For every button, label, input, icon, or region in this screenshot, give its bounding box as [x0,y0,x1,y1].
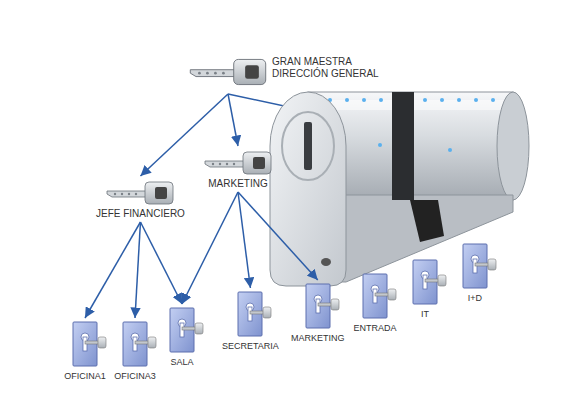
inserted-key-blade [475,263,489,266]
inserted-key-head [98,337,106,348]
master-key-node: GRAN MAESTRADIRECCIÓN GENERAL [188,52,379,92]
key-dimple [214,72,217,75]
inserted-key-blade [375,293,389,296]
key-label: DIRECCIÓN GENERAL [272,68,379,80]
key-label: GRAN MAESTRA [272,56,379,68]
lock-label: ENTRADA [353,323,396,334]
lock-node: OFICINA3 [113,320,157,382]
lock-icon [160,306,204,354]
screw-hole [321,258,331,266]
key-arrow [228,94,238,146]
inserted-key-head [388,289,396,300]
key-node: JEFE FINANCIERO [96,178,185,220]
lock-icon [63,320,107,368]
key-label: MARKETING [208,178,267,190]
lock-icon [228,290,272,338]
lock-label: SECRETARIA [222,341,279,352]
key-dimple [222,72,225,75]
inserted-key-head [331,299,339,310]
key-head [243,152,271,174]
key-dimple [226,163,228,165]
key-blade [190,70,236,77]
key-text-block: GRAN MAESTRADIRECCIÓN GENERAL [272,52,379,80]
pin-dot [362,98,366,102]
pin-dot [474,98,478,102]
lock-node: OFICINA1 [63,320,107,382]
lock-node: I+D [453,242,497,304]
key-dimple [121,193,123,195]
lock-label: OFICINA3 [114,371,156,382]
inserted-key-head [438,275,446,286]
key-arrow [135,222,140,318]
inserted-key-blade [425,279,439,282]
key-dimple [212,163,214,165]
inserted-key-head [488,259,496,270]
lock-label: SALA [170,357,193,368]
lock-icon [403,258,447,306]
key-head [145,182,173,204]
lock-label: IT [421,309,429,320]
key-dimple [135,193,137,195]
key-dimple [219,163,221,165]
key-dimple [206,72,209,75]
inserted-key-blade [135,341,149,344]
inserted-key-head [263,307,271,318]
inserted-key-blade [250,311,264,314]
key-insert [253,157,265,169]
pin-dot [379,98,383,102]
inserted-key-blade [318,303,332,306]
pin-dot [440,98,444,102]
cylinder-end-cap [497,92,529,200]
lock-node: SECRETARIA [222,290,279,352]
lock-node: ENTRADA [353,272,397,334]
key-blade [205,161,245,167]
lock-label: OFICINA1 [64,371,106,382]
plug-ring [282,112,334,180]
cam [410,200,444,242]
lock-node: IT [403,258,447,320]
lock-icon [353,272,397,320]
key-dimple [114,193,116,195]
lock-icon [296,282,340,330]
pin-dot [448,148,452,152]
key-insert [155,187,167,199]
inserted-key-head [195,323,203,334]
pin-dot [457,98,461,102]
key-dimple [198,72,201,75]
pin-dot [345,98,349,102]
lock-node: MARKETING [291,282,345,344]
key-arrow [238,192,318,280]
inserted-key-blade [85,341,99,344]
key-head [234,59,266,84]
key-insert [245,65,259,79]
pin-dot [423,98,427,102]
key-dimple [233,163,235,165]
pin-dots [328,98,495,152]
pin-dot [491,98,495,102]
lock-icon [113,320,157,368]
key-icon [105,178,175,208]
master-key-icon [188,52,268,92]
inserted-key-blade [182,327,196,330]
inserted-key-head [148,337,156,348]
key-icon [203,148,273,178]
key-arrow [238,192,250,288]
key-blade [107,191,147,197]
keyway [304,122,312,170]
cylinder-face [270,92,346,286]
lock-label: MARKETING [291,333,345,344]
key-arrow [140,222,182,304]
key-dimple [128,193,130,195]
lock-icon [453,242,497,290]
key-arrow [85,222,140,318]
pin-dot [378,143,382,147]
key-node: MARKETING [203,148,273,190]
lock-label: I+D [468,293,482,304]
key-label: JEFE FINANCIERO [96,208,185,220]
lock-node: SALA [160,306,204,368]
cam-band [392,92,414,200]
key-arrow [182,192,238,304]
